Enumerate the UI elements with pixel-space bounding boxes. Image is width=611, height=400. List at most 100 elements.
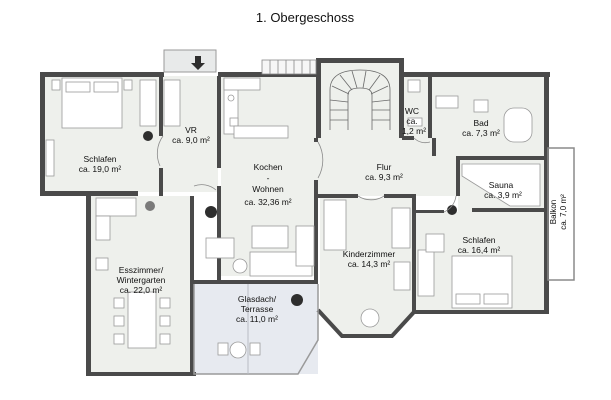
walls: [40, 58, 550, 376]
door-wc: [413, 137, 431, 144]
entrance-landing: [163, 49, 217, 73]
wall-vr-kochen2: [217, 186, 221, 282]
label-wintergarten: Wintergarten: [117, 275, 166, 285]
sauna-bench: [461, 163, 541, 207]
label-sauna: Sauna: [489, 180, 514, 190]
entrance-arrow-icon: [191, 56, 205, 70]
floor-balkon: [546, 148, 574, 280]
plant-icon: [145, 201, 155, 211]
wall-flur-bottom1: [318, 194, 358, 198]
floor-stairs: [320, 62, 400, 136]
wall-bad-left: [432, 138, 436, 156]
area-bad: ca. 7,3 m²: [462, 128, 500, 138]
staircase: [329, 69, 391, 130]
wall-bed-bottom: [40, 191, 138, 196]
area-kinderzimmer: ca. 14,3 m²: [348, 259, 391, 269]
terrace-chair-1: [217, 342, 229, 356]
wall-bed-vr2: [159, 168, 163, 196]
area-sauna: ca. 3,9 m²: [484, 190, 522, 200]
wall-flur-bottom2: [384, 194, 416, 198]
label-wc: WC: [405, 106, 419, 116]
label-bad: Bad: [473, 118, 488, 128]
pillow-left-2: [455, 293, 481, 305]
step-9: [370, 85, 389, 95]
label-schlafen1: Schlafen: [83, 154, 116, 164]
area-wc: ca.: [406, 116, 417, 126]
chair-5: [159, 315, 171, 327]
area-vr: ca. 9,0 m²: [172, 135, 210, 145]
wall-bad-bottom: [456, 156, 546, 160]
label-balkon: Balkon: [549, 200, 558, 224]
wall-stair-top: [316, 58, 404, 63]
wall-kochen-kinder: [314, 180, 318, 284]
dresser: [45, 139, 55, 177]
wall-stair-left: [316, 58, 321, 138]
label-vr: VR: [185, 125, 197, 135]
label-kochen-dash: -: [267, 173, 270, 183]
wall-kinder-schlafen: [412, 196, 416, 314]
step-8: [368, 74, 381, 91]
coffee-table: [232, 258, 248, 274]
wc-sink: [407, 117, 423, 127]
stair-outer: [329, 69, 391, 130]
wall-kinder-bay: [316, 308, 416, 338]
kinder-desk: [391, 207, 411, 249]
step-4: [331, 85, 350, 95]
wall-top-right: [400, 72, 550, 77]
armchair: [251, 225, 289, 249]
wall-ess-bottom: [86, 372, 196, 376]
wall-stair-right: [399, 58, 404, 138]
wall-ess-right: [190, 196, 194, 374]
wall-ess-left: [86, 194, 91, 374]
plan-title: 1. Obergeschoss: [256, 10, 355, 25]
wall-kochen-flur: [314, 138, 318, 142]
balkon-rail: [547, 147, 575, 281]
chair-4: [159, 297, 171, 309]
wall-schlafen2-top: [414, 210, 444, 213]
nightstand-left: [51, 79, 61, 91]
pillow-left: [65, 81, 91, 93]
area-schlafen1: ca. 19,0 m²: [79, 164, 122, 174]
chair-6: [159, 333, 171, 345]
wall-top-left: [40, 72, 164, 77]
terrace-outline: [193, 284, 319, 375]
door-bed-vr: [156, 135, 164, 167]
kinder-bed: [323, 199, 347, 251]
label-wohnen: Wohnen: [252, 184, 284, 194]
step-7: [362, 70, 367, 89]
wall-schlafen2-bottom: [412, 310, 549, 314]
label-schlafen2: Schlafen: [462, 235, 495, 245]
label-kochen: Kochen: [254, 162, 283, 172]
upper-stair: [261, 59, 317, 75]
wall-vr-kochen: [217, 76, 221, 168]
terrace-chair-2: [249, 342, 261, 356]
plant-icon: [143, 131, 153, 141]
pillow-right: [93, 81, 119, 93]
bad-toilet: [473, 99, 489, 113]
wall-wc-bad: [428, 76, 432, 138]
ess-sofa-top: [95, 197, 137, 217]
wall-left: [40, 72, 45, 196]
sink-icon: [227, 94, 235, 102]
door-swings: [156, 135, 457, 213]
label-flur: Flur: [377, 162, 392, 172]
door-vr-kochen: [193, 184, 217, 191]
plant-icon: [291, 294, 303, 306]
door-schlafen2: [443, 195, 457, 213]
door-kinder: [357, 195, 385, 201]
lounge-chair: [205, 237, 235, 259]
area-esszimmer: ca. 22,0 m²: [120, 285, 163, 295]
area-flur: ca. 9,3 m²: [365, 172, 403, 182]
plant-icon: [447, 205, 457, 215]
step-6: [351, 70, 358, 89]
chair-3: [113, 333, 125, 345]
step-10: [371, 99, 391, 103]
armchair-2: [425, 233, 445, 253]
bathtub: [503, 107, 533, 143]
wall-bed-vr: [159, 76, 163, 136]
kitchen-counter-top: [223, 77, 261, 91]
wc-toilet: [407, 79, 421, 93]
label-esszimmer: Esszimmer/: [119, 265, 164, 275]
area-kochen: ca. 32,36 m²: [244, 197, 291, 207]
